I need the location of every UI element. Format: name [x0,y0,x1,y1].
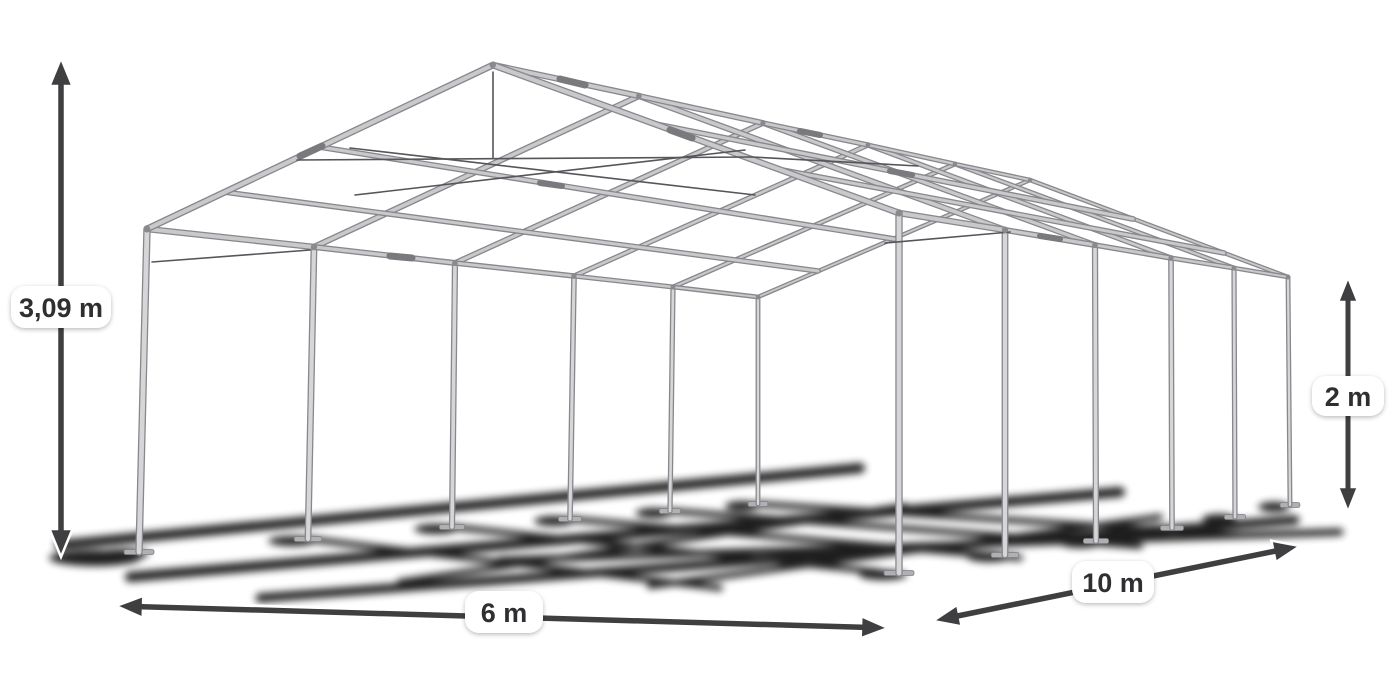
dimension-label-width: 6 m [465,591,543,633]
dimension-label-ridge-height: 3,09 m [11,286,111,328]
ridge-height-value: 3,09 m [19,293,103,323]
dimension-label-length: 10 m [1072,561,1154,603]
dimension-label-side-height: 2 m [1312,376,1384,416]
tent-frame [123,61,1301,577]
side-height-value: 2 m [1325,382,1372,412]
ground-shadow [49,463,1344,603]
length-value: 10 m [1082,568,1144,598]
width-value: 6 m [481,598,528,628]
